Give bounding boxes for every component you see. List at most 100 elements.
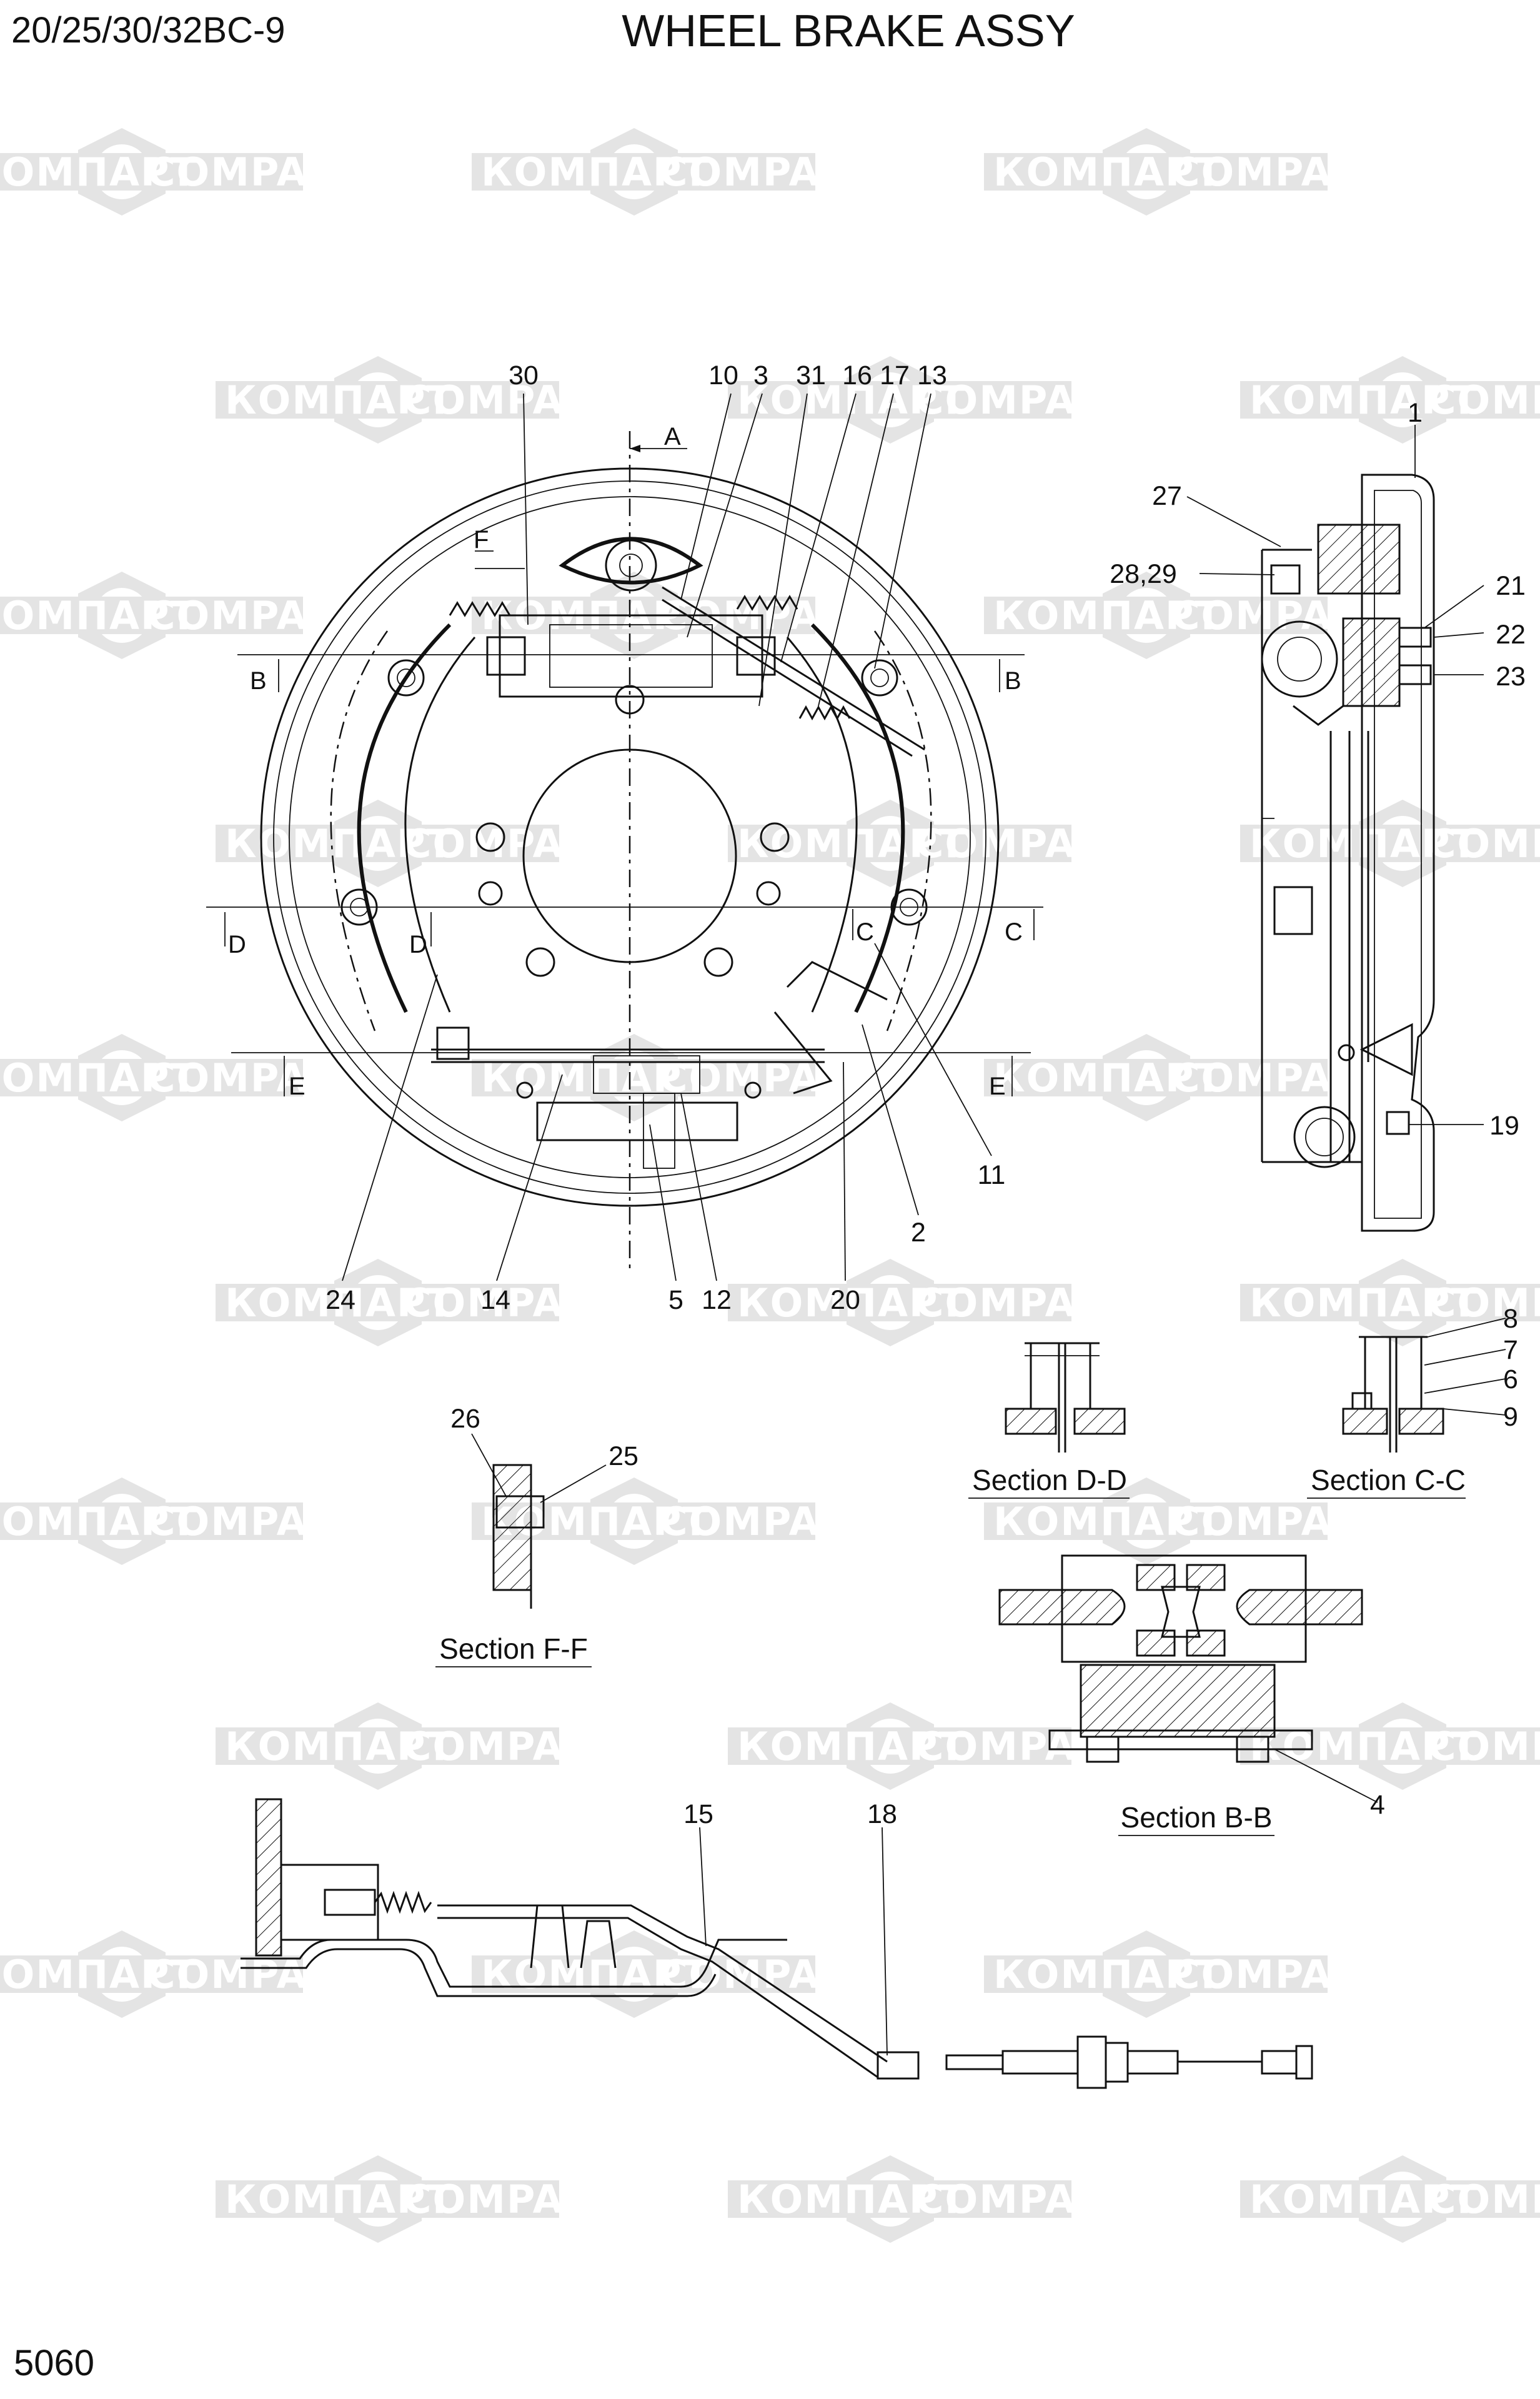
callout-1: 1 xyxy=(1408,398,1423,428)
section-marker-b-right: B xyxy=(1005,667,1021,695)
callout-8: 8 xyxy=(1503,1304,1518,1334)
callout-18: 18 xyxy=(867,1799,897,1829)
watermark-left-word: КОМПАРТ xyxy=(225,2177,454,2222)
callout-9: 9 xyxy=(1503,1402,1518,1432)
section-marker-e-left: E xyxy=(289,1073,306,1100)
side-section-view xyxy=(1261,474,1435,1232)
callout-11: 11 xyxy=(978,1160,1006,1190)
watermark-left-word: КОМПАРТ xyxy=(737,1724,966,1769)
watermark-right-word: COMPART xyxy=(403,821,621,867)
watermark-right-word: COMPART xyxy=(1428,1724,1540,1769)
watermark-right-word: COMPART xyxy=(659,149,877,195)
watermark-left-word: КОМПАРТ xyxy=(225,821,454,867)
watermark-right-word: COMPART xyxy=(915,1280,1133,1326)
callout-leaders-main xyxy=(342,393,992,1281)
watermark-left-word: КОМПАРТ xyxy=(993,149,1223,195)
watermark-left-word: КОМПАРТ xyxy=(0,593,198,638)
callout-15: 15 xyxy=(683,1799,713,1829)
watermark-right-word: COMPART xyxy=(147,149,365,195)
page-number: 5060 xyxy=(14,2343,94,2383)
section-marker-a: A xyxy=(664,423,681,450)
callout-17: 17 xyxy=(880,360,910,390)
watermark-left-word: КОМПАРТ xyxy=(1249,2177,1479,2222)
callout-4: 4 xyxy=(1370,1790,1385,1820)
watermark-left-word: КОМПАРТ xyxy=(737,1280,966,1326)
section-cc-title: Section C-C xyxy=(1311,1464,1466,1496)
watermark-left-word: КОМПАРТ xyxy=(481,149,710,195)
section-ff-view: Section F-F xyxy=(435,1433,607,1667)
watermark-right-word: COMPART xyxy=(915,377,1133,423)
section-marker-b-left: B xyxy=(250,667,267,695)
watermark-left-word: КОМПАРТ xyxy=(993,593,1223,638)
watermark-left-word: КОМПАРТ xyxy=(737,2177,966,2222)
callout-21: 21 xyxy=(1496,571,1526,601)
watermark-left-word: КОМПАРТ xyxy=(1249,1280,1479,1326)
section-dd-view: Section D-D xyxy=(968,1342,1130,1499)
watermark-right-word: COMPART xyxy=(1428,377,1540,423)
watermark-right-word: COMPART xyxy=(403,2177,621,2222)
part-callouts: 30 10 3 31 16 17 13 1 27 28,29 21 22 23 … xyxy=(325,360,1526,1829)
watermark-right-word: COMPART xyxy=(1428,2177,1540,2222)
section-cc-view: Section C-C xyxy=(1307,1318,1506,1499)
section-marker-c-right: C xyxy=(1005,918,1023,946)
watermark-right-word: COMPART xyxy=(403,377,621,423)
callout-26: 26 xyxy=(450,1404,480,1434)
callout-22: 22 xyxy=(1496,620,1526,650)
watermark-left-word: КОМПАРТ xyxy=(481,1952,710,1997)
section-marker-c-left: C xyxy=(856,918,874,946)
section-bb-view: Section B-B xyxy=(998,1554,1378,1836)
watermark-right-word: COMPART xyxy=(147,1499,365,1544)
callout-20: 20 xyxy=(830,1285,860,1315)
watermark-left-word: КОМПАРТ xyxy=(993,1499,1223,1544)
parking-brake-cable-view xyxy=(241,1798,1313,2089)
page-title: WHEEL BRAKE ASSY xyxy=(622,6,1075,56)
watermark-layer: КОМПАРТCOMPARTКОМПАРТCOMPARTКОМПАРТCOMPA… xyxy=(0,128,1540,2243)
watermark-right-word: COMPART xyxy=(915,2177,1133,2222)
callout-7: 7 xyxy=(1503,1335,1518,1365)
callout-2: 2 xyxy=(911,1218,926,1248)
section-dd-title: Section D-D xyxy=(972,1464,1127,1496)
watermark-left-word: КОМПАРТ xyxy=(0,1499,198,1544)
watermark-left-word: КОМПАРТ xyxy=(225,1280,454,1326)
watermark-right-word: COMPART xyxy=(1171,1499,1389,1544)
brake-backing-plate-view xyxy=(206,431,1043,1274)
watermark-left-word: КОМПАРТ xyxy=(993,1952,1223,1997)
watermark-left-word: КОМПАРТ xyxy=(225,1724,454,1769)
model-label: 20/25/30/32BC-9 xyxy=(11,10,286,51)
callout-3: 3 xyxy=(753,360,768,390)
callout-28-29: 28,29 xyxy=(1110,559,1177,589)
callout-16: 16 xyxy=(842,360,872,390)
watermark-right-word: COMPART xyxy=(403,1724,621,1769)
callout-27: 27 xyxy=(1152,481,1182,511)
section-marker-f: F xyxy=(474,526,489,554)
callout-30: 30 xyxy=(509,360,539,390)
watermark-right-word: COMPART xyxy=(1171,1952,1389,1997)
watermark-left-word: КОМПАРТ xyxy=(993,1055,1223,1101)
callout-31: 31 xyxy=(796,360,826,390)
watermark-right-word: COMPART xyxy=(659,1952,877,1997)
watermark-right-word: COMPART xyxy=(915,821,1133,867)
watermark-right-word: COMPART xyxy=(659,1499,877,1544)
callout-24: 24 xyxy=(325,1285,355,1315)
